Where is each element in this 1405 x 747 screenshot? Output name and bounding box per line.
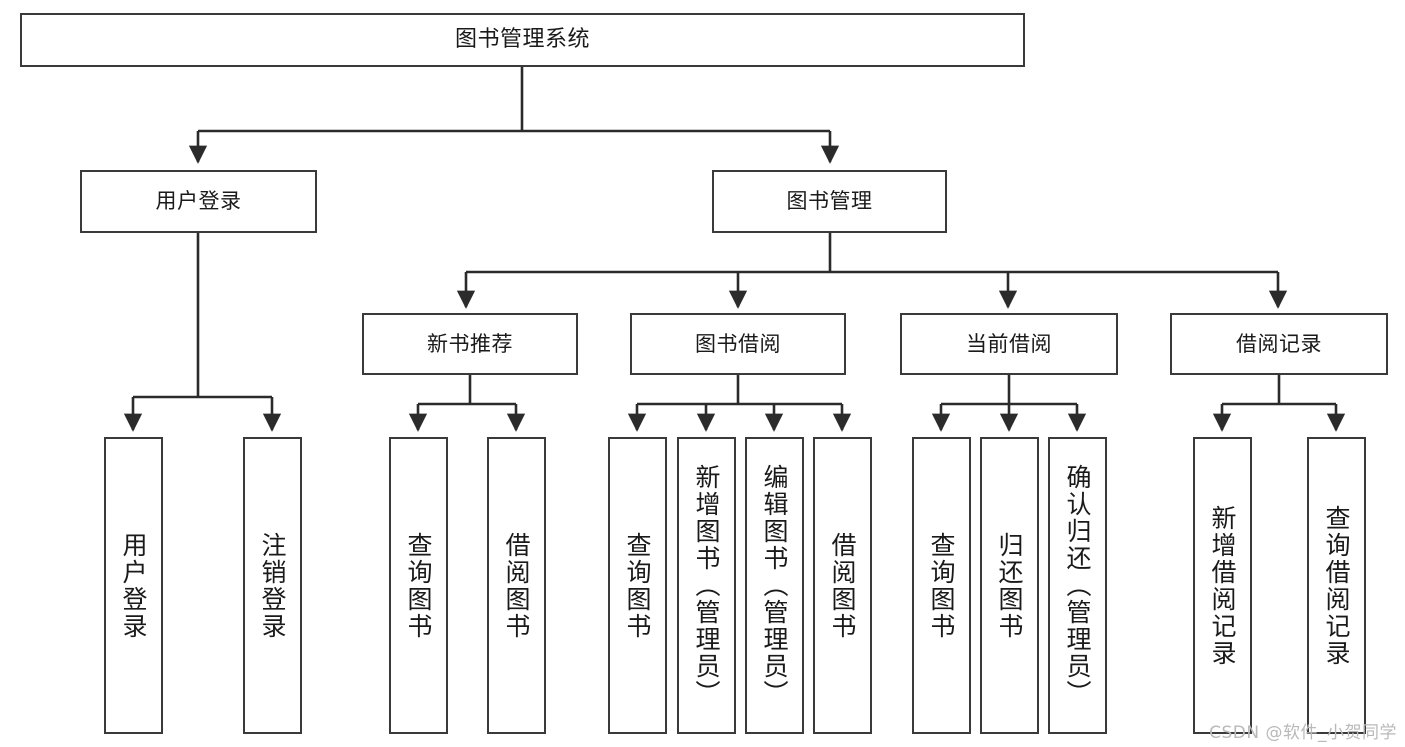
node-label: 查询借阅记录 (1322, 504, 1351, 667)
node-borrow-record[interactable]: 借阅记录 (1170, 313, 1388, 375)
node-leaf-borrow-book-recommend[interactable]: 借阅图书 (487, 437, 546, 734)
node-leaf-user-login[interactable]: 用户登录 (104, 437, 163, 734)
node-leaf-logout[interactable]: 注销登录 (243, 437, 302, 734)
node-label: 查询图书 (404, 531, 433, 640)
node-new-book-recommend[interactable]: 新书推荐 (362, 313, 578, 375)
node-book-management[interactable]: 图书管理 (712, 170, 947, 233)
node-label: 图书管理系统 (454, 27, 590, 53)
node-label: 归还图书 (995, 531, 1024, 640)
node-book-borrow[interactable]: 图书借阅 (630, 313, 846, 375)
node-label: 当前借阅 (966, 331, 1052, 356)
node-leaf-return-book[interactable]: 归还图书 (980, 437, 1039, 734)
node-label: 借阅图书 (502, 531, 531, 640)
node-label: 用户登录 (155, 189, 242, 214)
node-label: 确认归还（管理员） (1063, 464, 1092, 707)
node-user-login[interactable]: 用户登录 (80, 170, 317, 233)
node-label: 新增图书（管理员） (692, 464, 721, 707)
node-leaf-query-book-recommend[interactable]: 查询图书 (389, 437, 448, 734)
node-label: 图书借阅 (695, 331, 781, 356)
node-label: 查询图书 (623, 531, 652, 640)
node-leaf-query-borrow-record[interactable]: 查询借阅记录 (1307, 437, 1366, 734)
node-root-book-management-system[interactable]: 图书管理系统 (20, 13, 1025, 67)
node-label: 注销登录 (258, 531, 287, 640)
node-label: 编辑图书（管理员） (760, 464, 789, 707)
node-label: 借阅记录 (1236, 331, 1322, 356)
watermark-text: CSDN @软件_小贺同学 (1209, 723, 1397, 743)
node-label: 借阅图书 (828, 531, 857, 640)
node-current-borrow[interactable]: 当前借阅 (900, 313, 1118, 375)
node-label: 新书推荐 (427, 331, 513, 356)
node-label: 用户登录 (119, 531, 148, 640)
node-label: 新增借阅记录 (1208, 504, 1237, 667)
node-leaf-edit-book-admin[interactable]: 编辑图书（管理员） (745, 437, 804, 734)
node-leaf-add-book-admin[interactable]: 新增图书（管理员） (677, 437, 736, 734)
node-leaf-confirm-return-admin[interactable]: 确认归还（管理员） (1048, 437, 1107, 734)
node-label: 图书管理 (786, 189, 873, 214)
node-leaf-borrow-book[interactable]: 借阅图书 (813, 437, 872, 734)
node-label: 查询图书 (927, 531, 956, 640)
node-leaf-add-borrow-record[interactable]: 新增借阅记录 (1193, 437, 1252, 734)
node-leaf-query-book-borrow[interactable]: 查询图书 (608, 437, 667, 734)
node-leaf-query-book-current[interactable]: 查询图书 (912, 437, 971, 734)
